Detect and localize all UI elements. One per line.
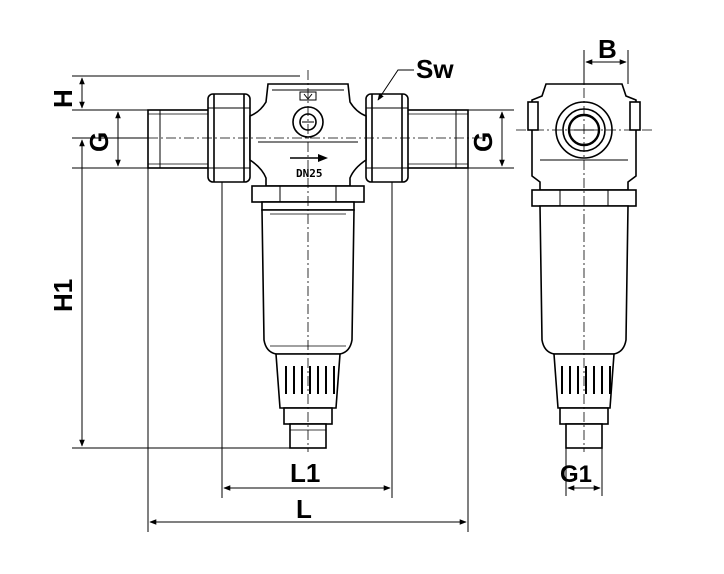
front-view [130,70,486,452]
dim-H-label: H [48,89,78,108]
front-dimensions [72,69,514,532]
dim-L-label: L [296,494,312,524]
dim-Sw-label: Sw [416,54,454,84]
dim-B-label: B [598,34,617,64]
dim-H1-label: H1 [48,279,78,312]
side-dimensions [565,50,629,496]
valve-housing [249,83,367,187]
body-marking-label: DN25 [296,167,323,180]
left-pipe-thread [147,109,211,169]
dim-L1-label: L1 [290,458,320,488]
side-view [516,70,652,452]
dim-G-right-label: G [468,132,498,152]
dim-G-left-label: G [84,132,114,152]
dim-G1-label: G1 [560,461,592,488]
right-pipe-thread [405,109,469,169]
center-lines [130,70,486,452]
